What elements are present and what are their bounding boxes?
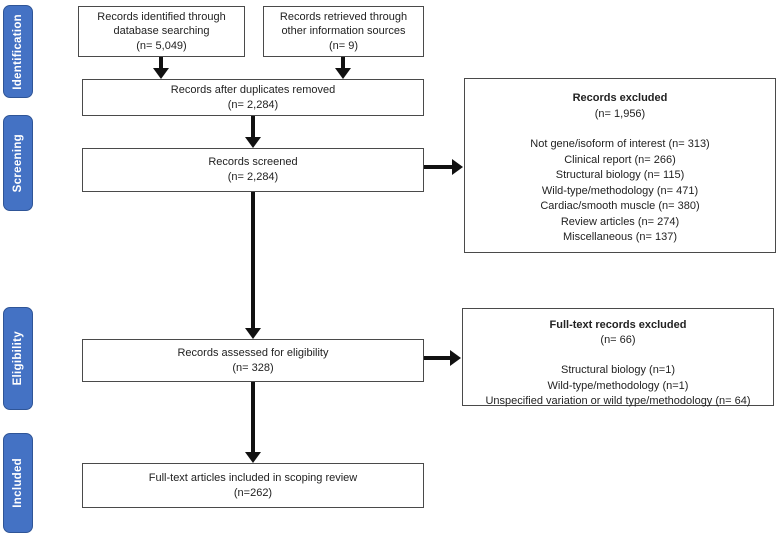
excluded-item: Review articles (n= 274)	[560, 215, 680, 228]
arrow-duplicates-to-screened	[251, 116, 255, 137]
excluded-item: Cardiac/smooth muscle (n= 380)	[540, 200, 700, 212]
excluded-item: Clinical report (n= 266)	[564, 153, 676, 166]
excluded-item: Wild-type/methodology (n= 471)	[541, 184, 699, 197]
box-duplicates-removed: Records after duplicates removed (n= 2,2…	[82, 79, 424, 116]
stage-badge-screening: Screening	[3, 115, 33, 211]
stage-label-included: Included	[12, 458, 24, 508]
stage-label-identification: Identification	[12, 13, 24, 90]
fulltext-excluded-title: Full-text records excluded	[549, 319, 687, 331]
records-excluded-count: (n= 1,956)	[594, 107, 646, 120]
box-records-excluded: Records excluded (n= 1,956) Not gene/iso…	[464, 78, 776, 253]
arrow-screened-to-assessed	[251, 192, 255, 328]
excluded-item: Structural biology (n= 115)	[555, 169, 685, 181]
box-records-assessed: Records assessed for eligibility (n= 328…	[82, 339, 424, 382]
arrow-assessed-to-fulltext-excluded	[424, 356, 450, 360]
arrow-identified-to-duplicates	[159, 57, 163, 68]
records-excluded-title: Records excluded	[572, 92, 668, 104]
arrow-assessed-to-included	[251, 382, 255, 452]
arrow-retrieved-to-duplicates	[341, 57, 345, 68]
box-records-retrieved: Records retrieved through other informat…	[263, 6, 424, 57]
excluded-item: Unspecified variation or wild type/metho…	[485, 394, 751, 407]
fulltext-excluded-count: (n= 66)	[600, 334, 636, 347]
records-excluded-items: Not gene/isoform of interest (n= 313) Cl…	[465, 137, 775, 246]
stage-badge-identification: Identification	[3, 5, 33, 98]
box-records-screened: Records screened (n= 2,284)	[82, 148, 424, 192]
arrow-screened-to-excluded	[424, 165, 452, 169]
box-fulltext-excluded: Full-text records excluded (n= 66) Struc…	[462, 308, 774, 409]
excluded-item: Miscellaneous (n= 137)	[562, 231, 678, 243]
excluded-item: Not gene/isoform of interest (n= 313)	[530, 138, 710, 150]
stage-label-screening: Screening	[12, 133, 24, 193]
fulltext-excluded-items: Structural biology (n=1) Wild-type/metho…	[463, 363, 773, 409]
stage-badge-eligibility: Eligibility	[3, 307, 33, 410]
excluded-item: Wild-type/methodology (n=1)	[547, 379, 689, 392]
excluded-item: Structural biology (n=1)	[560, 364, 676, 377]
box-records-identified: Records identified through database sear…	[78, 6, 245, 57]
stage-badge-included: Included	[3, 433, 33, 533]
box-fulltext-included: Full-text articles included in scoping r…	[82, 463, 424, 508]
stage-label-eligibility: Eligibility	[12, 331, 24, 386]
